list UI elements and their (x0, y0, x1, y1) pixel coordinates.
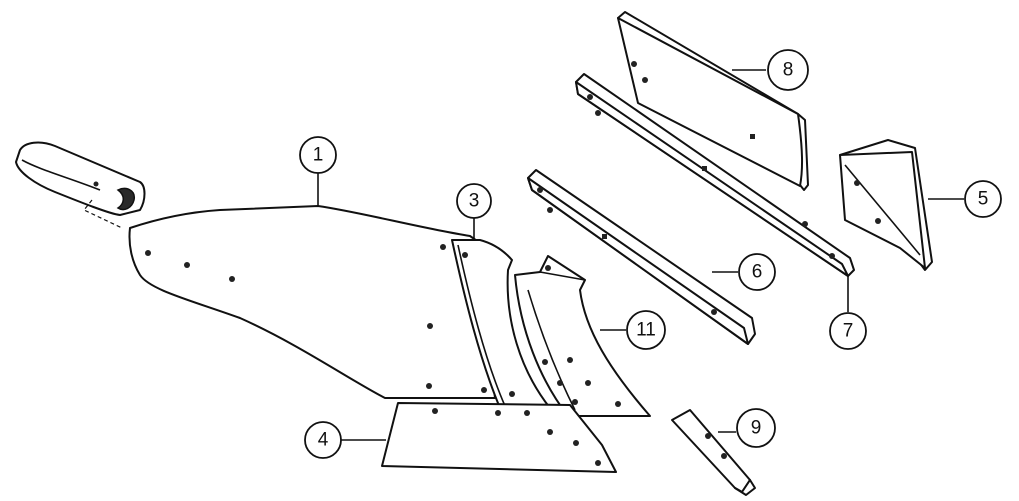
callout-label: 6 (752, 262, 763, 283)
callout-3: 3 (456, 183, 492, 219)
callout-label: 9 (751, 418, 762, 439)
long-bar-plate (575, 73, 855, 277)
callout-label: 8 (783, 60, 794, 81)
leader-lines (317, 69, 964, 441)
wear-plate (527, 169, 756, 345)
shin-piece (839, 139, 933, 271)
callout-5: 5 (964, 180, 1002, 218)
top-plate (617, 11, 809, 191)
share-plate (381, 402, 617, 473)
callout-7: 7 (829, 312, 867, 350)
callout-label: 7 (843, 321, 854, 342)
mouldboard-plate (128, 205, 496, 399)
callout-label: 1 (313, 145, 324, 166)
callout-9: 9 (736, 408, 776, 448)
callout-label: 3 (469, 191, 480, 212)
callout-4: 4 (304, 421, 342, 459)
landside-piece (514, 255, 651, 417)
strip-plate (451, 239, 551, 409)
callout-label: 5 (978, 189, 989, 210)
heel-piece (15, 141, 146, 229)
callout-1: 1 (299, 136, 337, 174)
point-bar (671, 409, 756, 496)
callout-label: 4 (318, 430, 329, 451)
callout-label: 11 (636, 320, 656, 341)
callout-8: 8 (767, 49, 809, 91)
callout-6: 6 (738, 253, 776, 291)
callout-11: 11 (626, 310, 666, 350)
